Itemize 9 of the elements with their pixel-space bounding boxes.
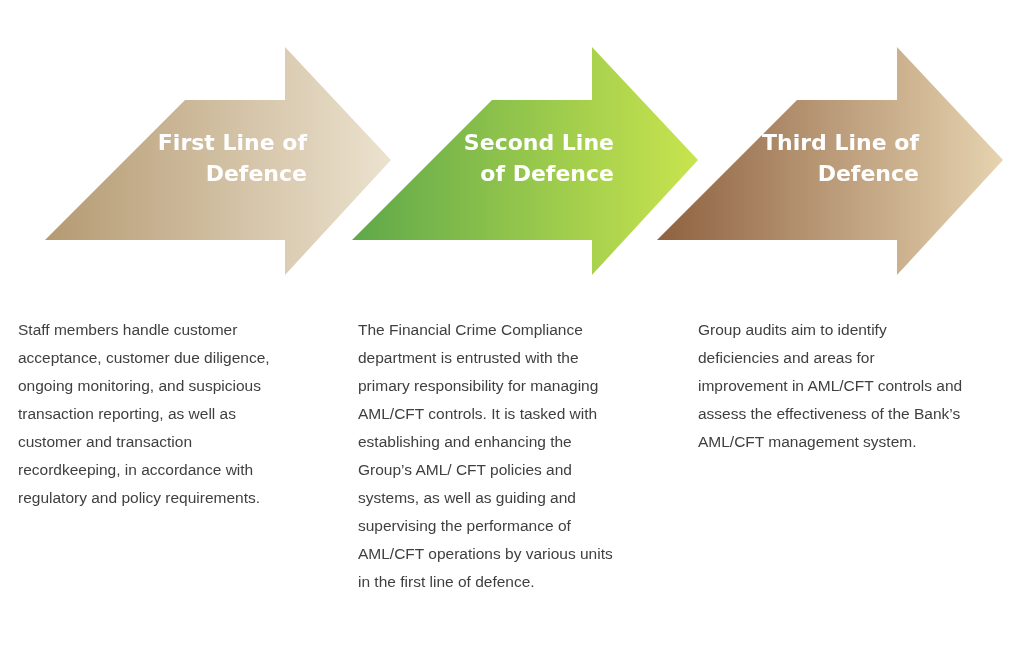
description-text: Group audits aim to identify deficiencies and areas for improvement in AML/CFT controls and assess the effectiveness of the Bank’s AML/CFT management system. <box>698 320 964 452</box>
description-text: Staff members handle customer acceptance, customer due diligence, ongoing monitoring, and suspicious transaction reporting, as well as customer and transaction recordkeeping, in accordance with regulatory and policy requirements. <box>18 320 271 508</box>
arrow-title: First Line of Defence <box>156 129 307 188</box>
description-text: The Financial Crime Compliance department is entrusted with the primary responsibility for managing AML/CFT controls. It is tasked with establishing and enhancing the Group’s AML/ CFT policies and systems, as well as guiding and supervising the performance of AML/CFT operations by various units in the first line of defence. <box>358 320 614 592</box>
arrow-title: Second Line of Defence <box>462 129 614 188</box>
arrow-shape <box>657 47 1003 275</box>
arrow-title: Third Line of Defence <box>761 129 919 188</box>
arrow-shape <box>45 47 391 275</box>
arrow-shape <box>352 47 698 275</box>
